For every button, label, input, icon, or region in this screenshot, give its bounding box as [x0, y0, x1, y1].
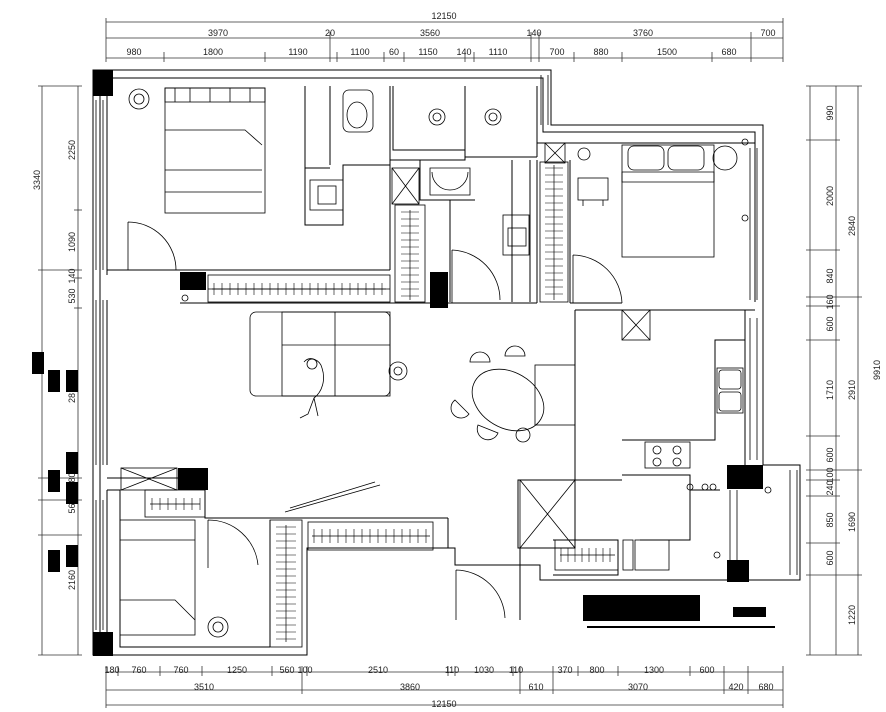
dim-right-inner: 1710	[825, 380, 835, 400]
dim-bottom-row2: 610	[528, 682, 543, 692]
wardrobes	[144, 161, 619, 648]
columns	[93, 70, 775, 656]
dim-right-inner: 850	[825, 512, 835, 527]
dim-right-inner: 600	[825, 447, 835, 462]
dim-top-row1: 3560	[420, 28, 440, 38]
dim-bottom-row1: 370	[557, 665, 572, 675]
dim-bottom-row1: 110	[509, 665, 523, 675]
dim-bottom-row1: 180	[104, 665, 119, 675]
dim-left-outer: 3340	[32, 170, 42, 190]
dim-top-row2: 700	[549, 47, 564, 57]
misc-symbols	[120, 138, 749, 491]
dim-left-inner: 140	[67, 268, 77, 283]
dim-bottom-row1: 1250	[227, 665, 247, 675]
dim-top-row1: 3970	[208, 28, 228, 38]
dim-bottom-row1: 100	[297, 665, 312, 675]
dim-left-outer: 2160	[67, 570, 77, 590]
dim-right-outer: 1690	[847, 512, 857, 532]
dimension-labels: 12150 3970 20 3560 140 3760 700 980 1800…	[104, 11, 775, 709]
dim-bottom-row1: 2510	[368, 665, 388, 675]
master-bed	[128, 87, 266, 214]
dim-top-row2: 1150	[418, 47, 437, 57]
dim-top-row2: 980	[126, 47, 141, 57]
dim-top-row2: 60	[389, 47, 399, 57]
dim-right-inner: 100	[825, 467, 835, 482]
dim-top-row1: 20	[325, 28, 335, 38]
left-margin-blocks	[32, 352, 78, 572]
dim-bottom-total: 12150	[431, 699, 456, 709]
dim-top-row2: 1110	[489, 47, 508, 57]
dim-left-outer: 28	[67, 393, 77, 403]
dim-top-row2: 680	[721, 47, 736, 57]
dim-right-total: 9910	[872, 360, 882, 380]
dim-right-outer: 2910	[847, 380, 857, 400]
dim-bottom-row1: 110	[445, 665, 459, 675]
dim-top-row1: 700	[760, 28, 775, 38]
dim-bottom-row2: 3510	[194, 682, 214, 692]
dim-bottom-row1: 560	[279, 665, 294, 675]
dim-top-row2: 140	[456, 47, 471, 57]
dim-right-outer: 1220	[847, 605, 857, 625]
wardrobe-hangers	[150, 165, 615, 642]
dim-bottom-row2: 420	[728, 682, 743, 692]
dim-right-inner: 160	[825, 294, 835, 309]
second-bed	[577, 144, 738, 258]
dim-bottom-row1: 760	[173, 665, 188, 675]
dim-right-inner: 600	[825, 316, 835, 331]
lower-bed	[119, 481, 381, 638]
dim-bottom-row1: 600	[699, 665, 714, 675]
dim-right-inner: 990	[825, 105, 835, 120]
dim-top-row1: 140	[526, 28, 541, 38]
dim-left-inner: 1090	[67, 232, 77, 252]
dim-top-row2: 1100	[350, 47, 369, 57]
kitchen-fixtures	[519, 309, 772, 571]
dim-left-outer: 560	[67, 498, 77, 513]
dim-right-inner: 240	[825, 480, 835, 495]
dim-top-total: 12150	[431, 11, 456, 21]
dim-bottom-row1: 760	[131, 665, 146, 675]
dimension-labels-vertical: 3340 28 280 560 2160 2250 1090 140 530 9…	[32, 105, 882, 625]
dim-left-inner: 530	[67, 288, 77, 303]
dim-bottom-row1: 800	[589, 665, 604, 675]
walls	[92, 69, 801, 656]
dim-right-inner: 840	[825, 268, 835, 283]
windows	[95, 75, 798, 630]
dining-table	[450, 345, 576, 443]
dim-top-row2: 1800	[203, 47, 223, 57]
dim-top-row2: 1500	[657, 47, 677, 57]
dim-left-inner: 2250	[67, 140, 77, 160]
dim-top-row1: 3760	[633, 28, 653, 38]
dim-top-row2: 880	[593, 47, 608, 57]
dimension-lines	[38, 18, 862, 708]
dim-bottom-row2: 680	[758, 682, 773, 692]
dim-bottom-row2: 3860	[400, 682, 420, 692]
dim-top-row2: 1190	[288, 47, 307, 57]
dim-right-outer: 2840	[847, 216, 857, 236]
dim-bottom-row2: 3070	[628, 682, 648, 692]
dim-right-inner: 600	[825, 550, 835, 565]
dim-left-outer: 280	[67, 472, 77, 487]
doors	[127, 221, 623, 620]
dim-bottom-row1: 1030	[474, 665, 494, 675]
sofa	[249, 311, 408, 419]
dim-right-inner: 2000	[825, 186, 835, 206]
bath-fixtures	[309, 89, 566, 256]
hanger-ticks	[151, 167, 611, 640]
dim-bottom-row1: 1300	[644, 665, 664, 675]
